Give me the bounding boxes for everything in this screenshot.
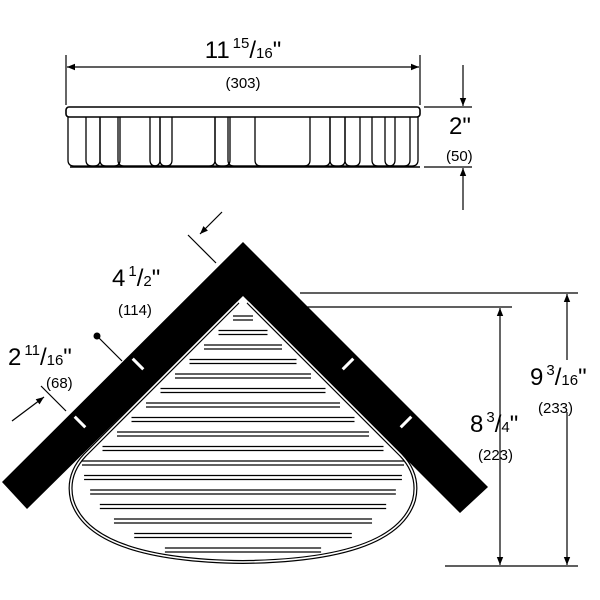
mount-spacing-metric: (68) — [46, 375, 73, 392]
depth-outer-metric: (233) — [538, 400, 573, 417]
plan-view — [2, 242, 488, 565]
wire-loop — [371, 117, 411, 167]
wire-loop — [254, 117, 311, 167]
height-label: 2" — [449, 113, 471, 140]
wire-loop — [214, 117, 331, 167]
wire-loop — [159, 117, 231, 167]
wire-loop — [344, 117, 396, 167]
wire-loop — [384, 117, 419, 167]
wire-loop — [227, 117, 346, 167]
depth-inner-metric: (223) — [478, 447, 513, 464]
wire-loop — [67, 117, 101, 167]
wire-loop — [117, 117, 173, 167]
height-metric: (50) — [446, 148, 473, 165]
wall-bracket — [2, 242, 488, 513]
arm-length-metric: (114) — [118, 302, 152, 319]
side-view-basket — [65, 106, 421, 168]
height-dimension: 2" (50) — [424, 65, 473, 210]
wire-loop — [329, 117, 361, 167]
wire-loop — [99, 117, 161, 167]
width-metric: (303) — [225, 75, 260, 92]
wire-loop — [85, 117, 121, 167]
basket-bars — [82, 315, 404, 553]
